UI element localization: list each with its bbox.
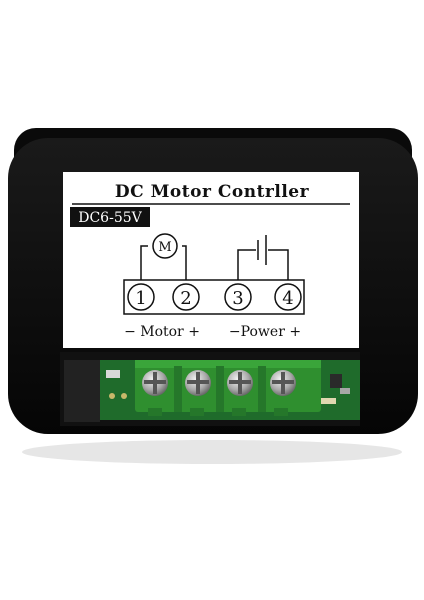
terminal-number: 2	[180, 288, 191, 309]
terminal-fin	[258, 366, 266, 412]
voltage-range: DC6-55V	[78, 210, 142, 226]
terminal-fin	[174, 366, 182, 412]
terminal-number-circle	[274, 283, 302, 311]
front-label	[63, 172, 359, 348]
label-title: DC Motor Contrller	[115, 182, 310, 202]
terminal-leg	[232, 408, 246, 416]
voltage-badge	[70, 207, 150, 227]
pcb-component	[318, 398, 336, 404]
drop-shadow	[22, 440, 402, 464]
terminal-screw-2	[185, 370, 211, 396]
terminal-leg	[274, 408, 288, 416]
pcb-via	[109, 393, 115, 399]
terminal-number-circle	[172, 283, 200, 311]
terminal-leg	[190, 408, 204, 416]
power-caption: −Power +	[229, 324, 301, 340]
terminal-fin	[216, 366, 224, 412]
wiring-diagram	[123, 235, 305, 315]
pcb-component	[340, 388, 350, 394]
terminal-leg	[148, 408, 162, 416]
terminal-number: 3	[232, 288, 243, 309]
terminal-number-circle	[224, 283, 252, 311]
pcb-component	[330, 374, 342, 388]
terminal-block-top	[135, 360, 321, 368]
pcb-component	[106, 370, 120, 378]
terminal-screw-3	[227, 370, 253, 396]
terminal-number: 4	[282, 288, 293, 309]
motor-symbol: M	[158, 240, 171, 255]
terminal-number-circle	[127, 283, 155, 311]
terminal-number: 1	[135, 288, 146, 309]
pcb-left-dark	[64, 360, 100, 422]
terminal-screw-4	[270, 370, 296, 396]
pcb-via	[121, 393, 127, 399]
terminal-screw-1	[142, 370, 168, 396]
motor-symbol-circle	[152, 233, 178, 259]
motor-caption: − Motor +	[124, 324, 200, 340]
